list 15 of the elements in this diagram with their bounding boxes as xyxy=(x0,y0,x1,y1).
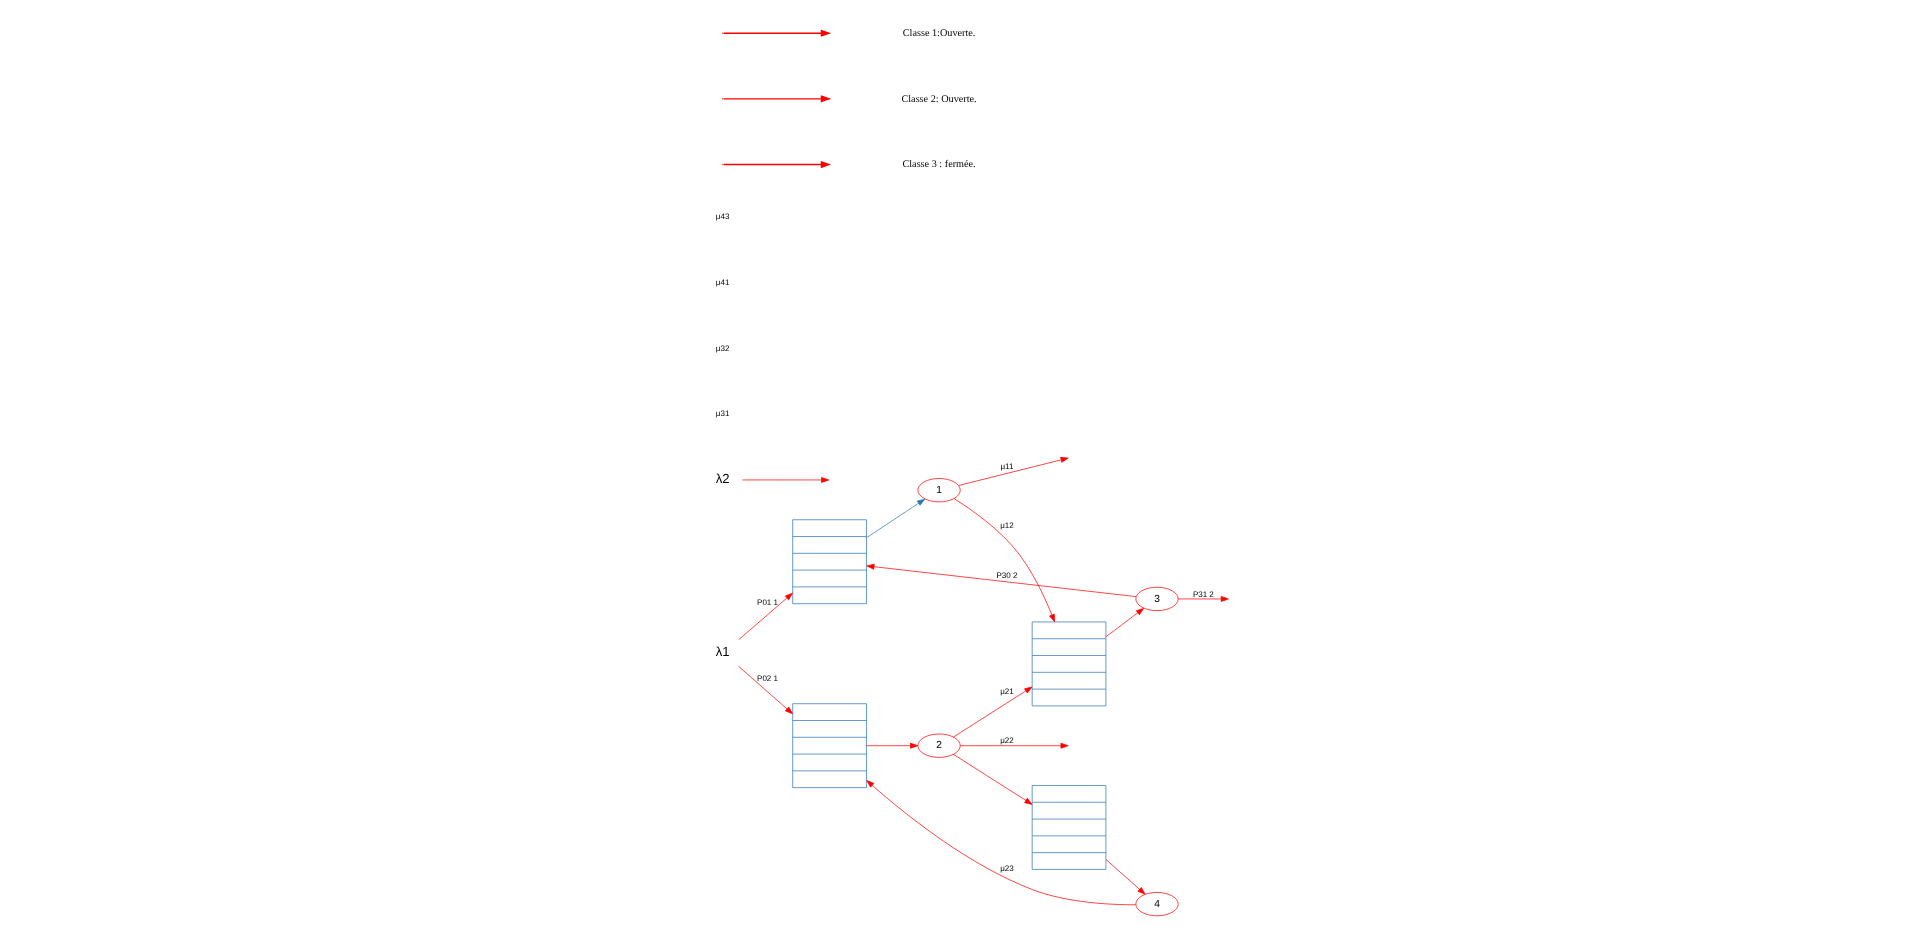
arrow xyxy=(737,592,792,641)
arrow xyxy=(865,563,1136,597)
arrow xyxy=(952,686,1032,738)
arrow xyxy=(1104,608,1144,638)
arrow xyxy=(865,780,1136,906)
arrow xyxy=(957,457,1068,486)
arrow xyxy=(959,742,1068,749)
arrow xyxy=(952,754,1032,805)
arrow xyxy=(952,498,1054,623)
arrow xyxy=(1176,596,1228,602)
arrow xyxy=(737,665,792,715)
arrow xyxy=(865,742,918,749)
arrow xyxy=(1104,859,1145,895)
arrow xyxy=(865,498,925,539)
arrow xyxy=(741,477,829,483)
